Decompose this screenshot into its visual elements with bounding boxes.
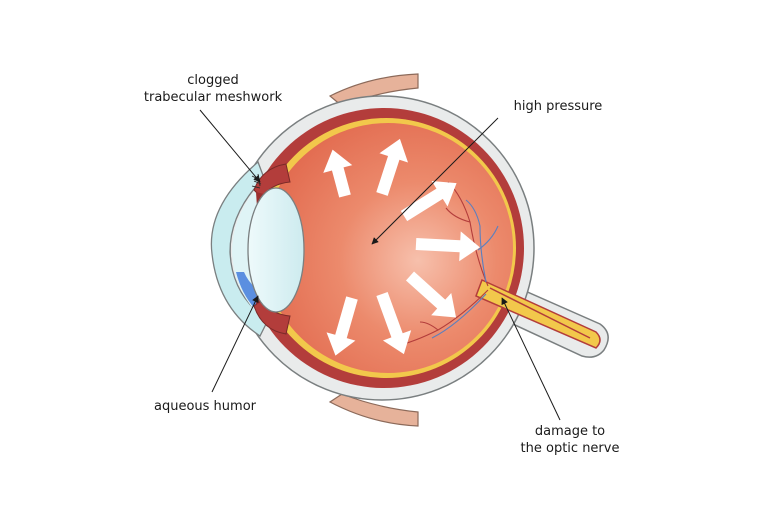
label-aqueous-humor: aqueous humor — [154, 399, 256, 414]
optic-nerve-vessel — [489, 287, 591, 339]
leader-line-aqueous — [211, 295, 259, 393]
leader-line-clogged — [199, 109, 261, 183]
leader-line-damage — [501, 297, 561, 421]
pressure-arrow-6 — [376, 291, 412, 355]
pressure-arrow-2 — [376, 138, 409, 196]
pressure-arrow-1 — [323, 149, 353, 198]
label-damage-line2: the optic nerve — [520, 441, 620, 456]
label-damage-line1: damage to — [534, 424, 606, 439]
label-damage-optic-nerve: damage to the optic nerve — [505, 423, 635, 457]
cornea — [210, 160, 269, 337]
pressure-arrows — [323, 138, 480, 356]
lens — [247, 187, 305, 313]
label-clogged-line2: trabecular meshwork — [143, 90, 283, 105]
lower-eye-muscle — [328, 393, 419, 427]
label-high-pressure: high pressure — [513, 99, 603, 114]
label-clogged-line1: clogged — [187, 73, 239, 88]
pressure-arrow-4 — [415, 231, 480, 262]
retinal-vessels — [395, 181, 499, 347]
label-clogged-trabecular-meshwork: clogged trabecular meshwork — [118, 72, 308, 106]
pressure-arrow-3 — [400, 181, 457, 222]
pressure-arrow-7 — [326, 296, 358, 356]
leader-line-high-pressure — [371, 117, 499, 245]
pressure-arrow-5 — [405, 271, 457, 318]
